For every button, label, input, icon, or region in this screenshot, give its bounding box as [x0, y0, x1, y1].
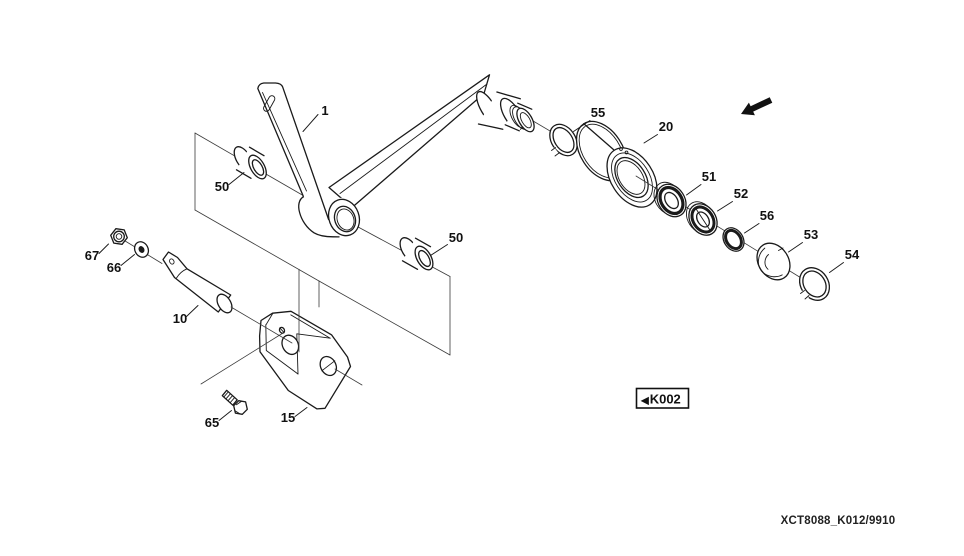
part-label-50-right: 50 — [449, 230, 463, 245]
reference-box-frame — [635, 387, 690, 409]
pin-10 — [162, 251, 233, 314]
part-labels: 1 50 50 55 20 51 52 56 53 54 67 66 10 65… — [85, 103, 860, 430]
snap-ring-54 — [798, 267, 831, 301]
bolt-65 — [221, 389, 248, 415]
roller-20 — [575, 120, 658, 208]
part-label-56: 56 — [760, 208, 774, 223]
reference-left-arrow-icon: ◀ — [640, 396, 649, 407]
part-label-55: 55 — [591, 105, 605, 120]
direction-arrow-icon — [741, 97, 773, 116]
bearing-51 — [653, 181, 687, 218]
part-label-66: 66 — [107, 260, 121, 275]
part-label-65: 65 — [205, 415, 219, 430]
crank-arm-tube — [328, 74, 491, 209]
part-label-52: 52 — [734, 186, 748, 201]
part-label-20: 20 — [659, 119, 673, 134]
svg-text:◀K002: ◀K002 — [640, 392, 681, 407]
reference-code: K002 — [650, 392, 681, 407]
lube-hole — [624, 150, 629, 155]
part-label-53: 53 — [804, 227, 818, 242]
strap-slot-hole — [263, 95, 276, 112]
part-label-10: 10 — [173, 311, 187, 326]
crank-arm-part-1 — [257, 82, 361, 238]
bearing-52 — [685, 201, 718, 236]
seal-ring-56 — [722, 227, 745, 252]
part-label-51: 51 — [702, 169, 716, 184]
nut-67 — [110, 228, 128, 245]
drawing-code: XCT8088_K012/9910 — [781, 515, 896, 527]
leader-lines — [98, 114, 844, 421]
lube-hole — [619, 147, 623, 151]
snap-ring-55 — [549, 123, 578, 157]
washer-66 — [133, 241, 150, 258]
cap-53 — [756, 242, 791, 281]
bracket-15 — [258, 310, 352, 410]
bushing-50-right — [399, 237, 434, 271]
bushing-50-left — [233, 146, 267, 180]
part-label-67: 67 — [85, 248, 99, 263]
part-label-1: 1 — [321, 103, 328, 118]
view-reference-box: ◀K002 — [635, 387, 690, 409]
arm-shaft-end — [475, 90, 535, 133]
bracket-axis-lines — [200, 268, 363, 386]
part-label-54: 54 — [845, 247, 860, 262]
part-label-50-left: 50 — [215, 179, 229, 194]
part-label-15: 15 — [281, 410, 295, 425]
pin-tab-hole — [169, 258, 175, 265]
